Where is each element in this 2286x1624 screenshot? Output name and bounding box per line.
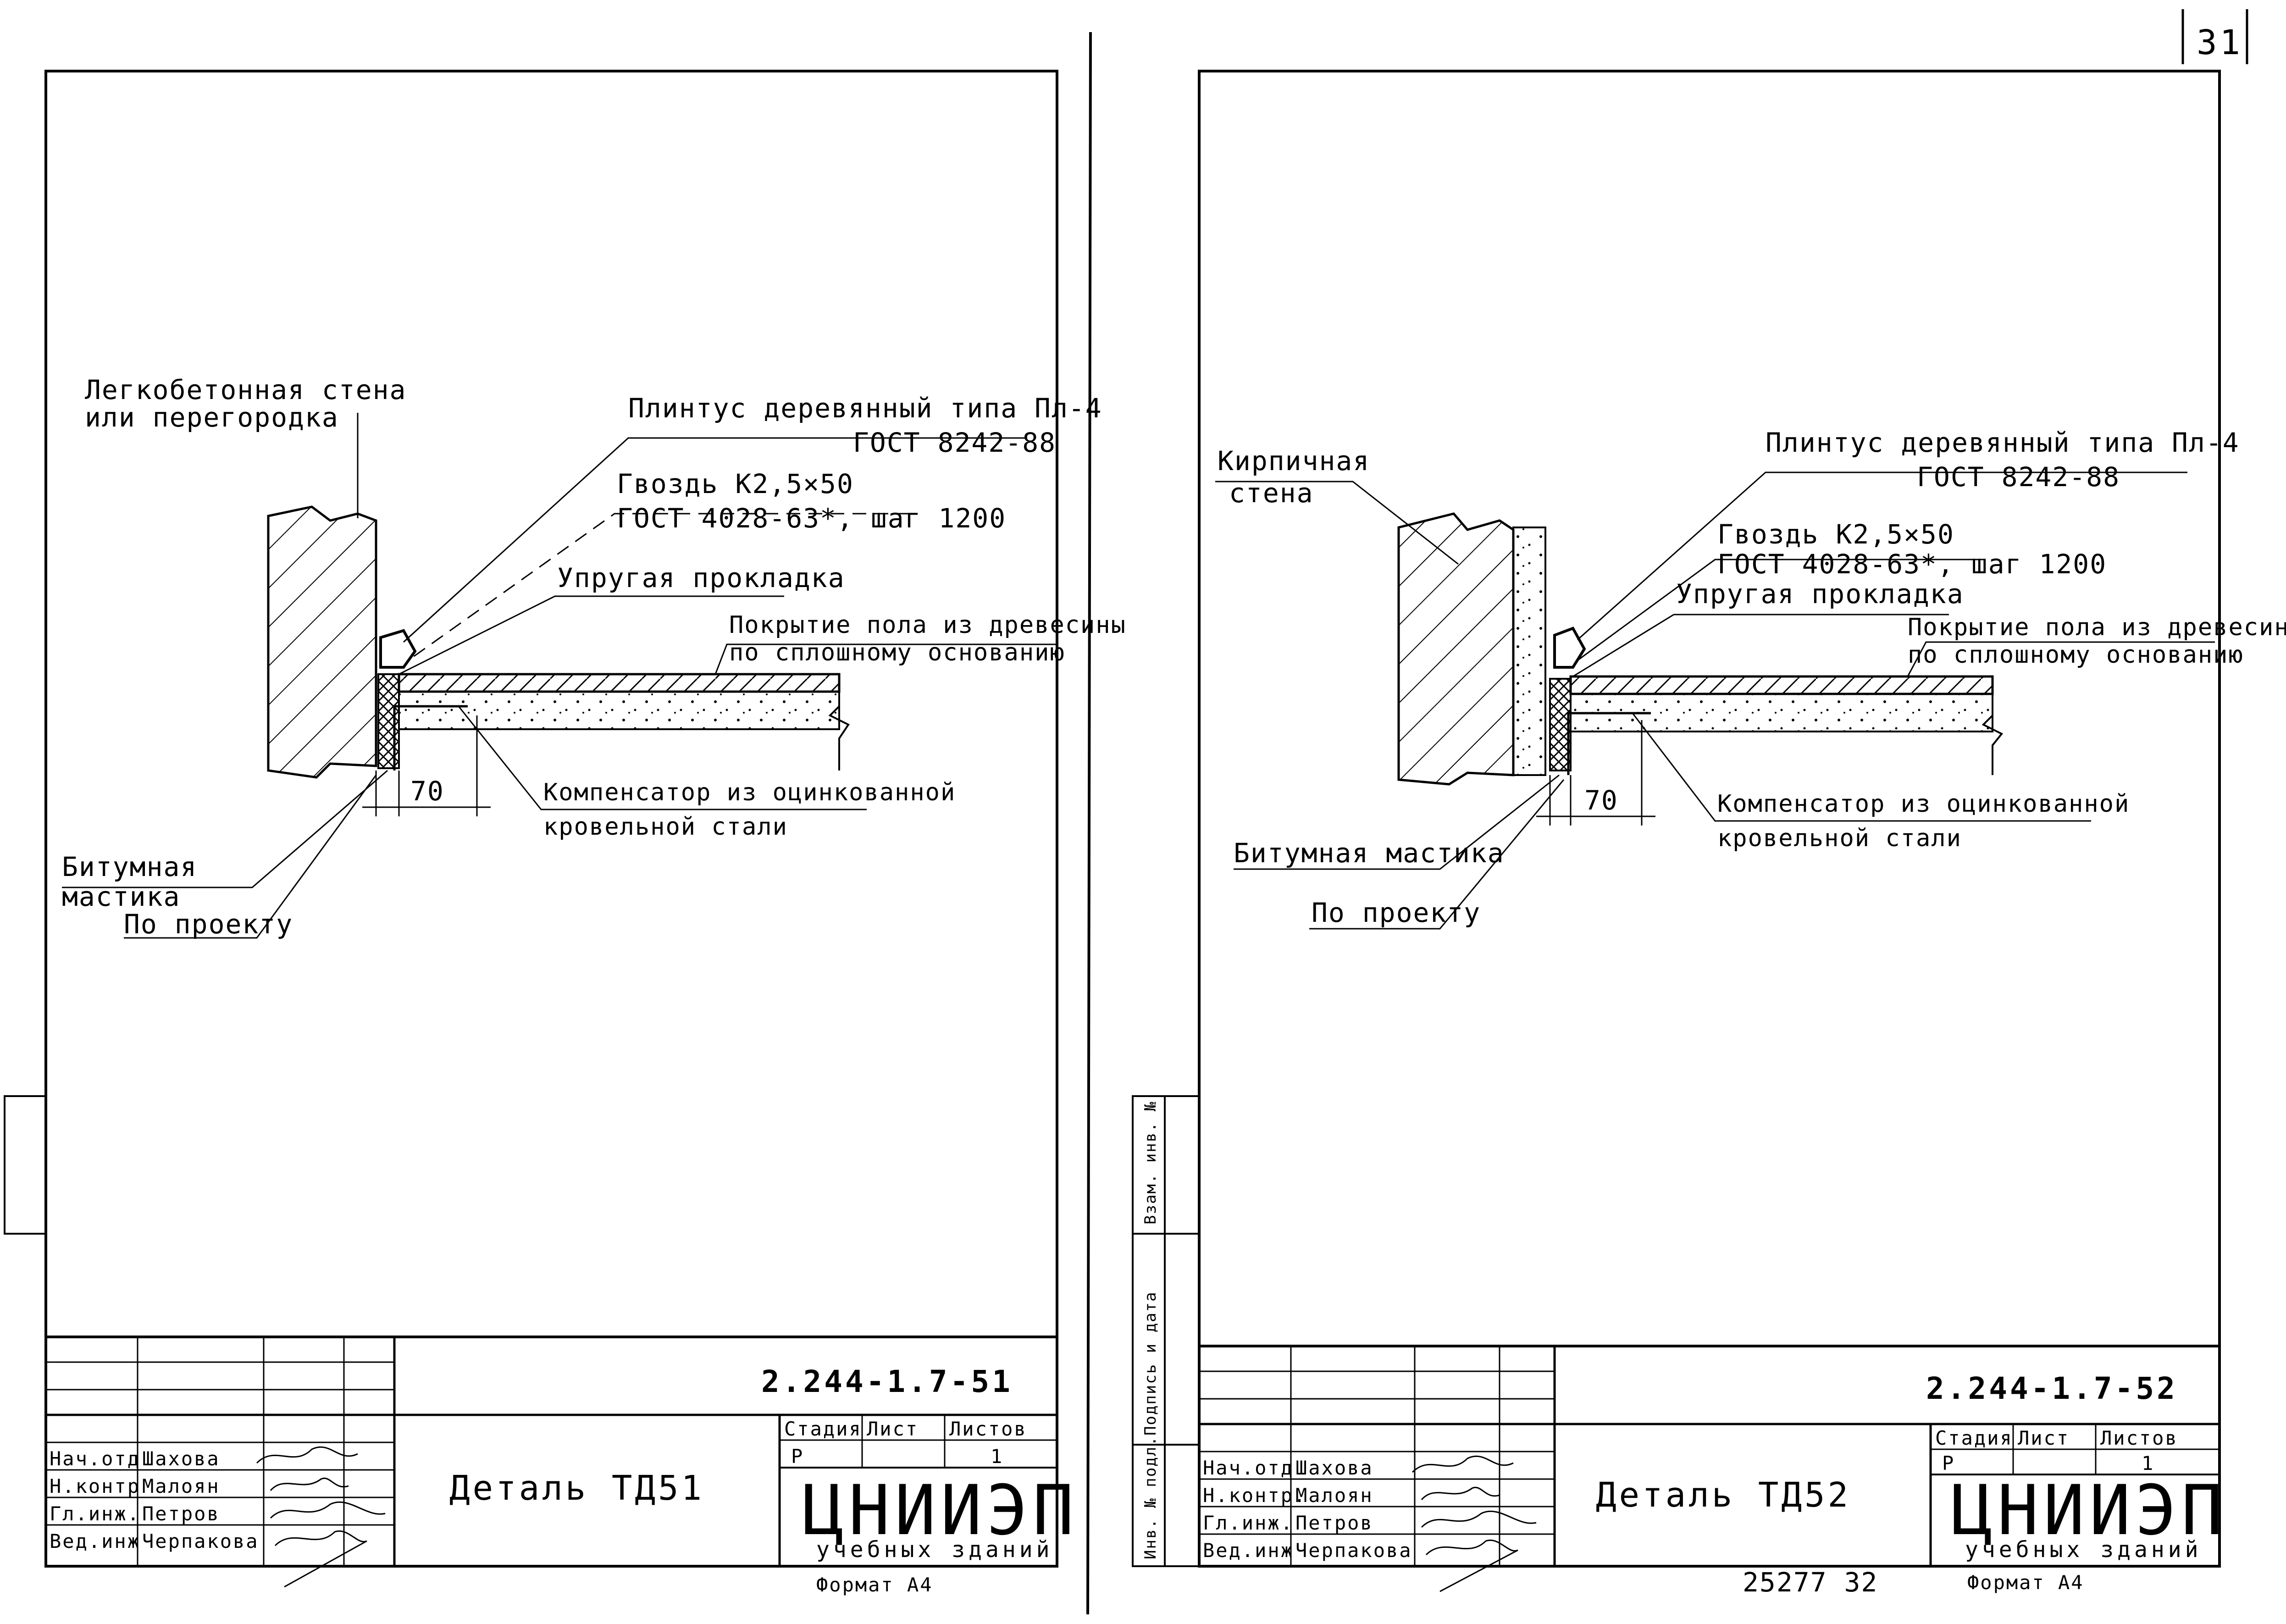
right-label-plinth-gost: ГОСТ 8242-88	[1917, 461, 2120, 493]
left-format: Формат А4	[816, 1574, 933, 1596]
left-label-wall2: или перегородка	[85, 402, 339, 433]
right-format: Формат А4	[1967, 1571, 2084, 1594]
right-stage-value: Р	[1942, 1452, 1955, 1474]
bottom-stamp: 25277 32	[1743, 1567, 1878, 1598]
right-side-stamp	[1132, 1095, 1200, 1567]
right-sheets-label: Листов	[2100, 1427, 2178, 1449]
page-number-tab: 31	[2181, 9, 2248, 64]
right-role-1: Н.контр.	[1203, 1484, 1306, 1507]
right-leaders	[1215, 471, 2215, 930]
left-sheets-label: Листов	[949, 1418, 1027, 1440]
left-name-2: Петров	[142, 1502, 220, 1525]
page-number: 31	[2197, 23, 2243, 62]
right-wall	[1397, 512, 1515, 786]
right-label-bitumen: Битумная мастика	[1234, 837, 1505, 869]
left-label-floor: Покрытие пола из древесины	[729, 611, 1126, 639]
left-detail-title: Деталь ТД51	[449, 1469, 704, 1508]
left-sheet-label: Лист	[867, 1418, 919, 1440]
left-floor-base	[398, 691, 840, 730]
left-label-nail: Гвоздь К2,5×50	[617, 468, 854, 499]
right-detail-title: Деталь ТД52	[1596, 1475, 1851, 1515]
left-name-1: Малоян	[142, 1475, 220, 1497]
left-label-gasket: Упругая прокладка	[557, 562, 845, 593]
right-signatures	[1411, 1455, 1537, 1592]
left-stage-value: Р	[791, 1445, 804, 1468]
left-role-0: Нач.отд	[50, 1447, 140, 1470]
left-wall	[267, 505, 377, 779]
right-floor-base	[1570, 693, 1993, 732]
right-stage-label: Стадия	[1935, 1427, 2013, 1449]
right-label-compensator: Компенсатор из оцинкованной	[1717, 790, 2130, 818]
left-label-compensator: Компенсатор из оцинкованной	[543, 779, 956, 806]
right-stamp-sign: Подпись и дата	[1141, 1291, 1160, 1436]
right-label-wall: Кирпичная	[1218, 445, 1370, 477]
left-label-bitumen: Битумная	[62, 851, 197, 882]
right-label-floor2: по сплошному основанию	[1908, 641, 2244, 669]
right-name-3: Черпакова	[1295, 1539, 1412, 1562]
left-label-compensator2: кровельной стали	[543, 813, 788, 841]
right-label-nail: Гвоздь К2,5×50	[1717, 519, 1954, 550]
left-dim-70: 70	[410, 776, 444, 807]
right-label-compensator2: кровельной стали	[1717, 825, 1962, 852]
right-label-gasket: Упругая прокладка	[1676, 578, 1964, 610]
right-name-1: Малоян	[1295, 1484, 1373, 1507]
left-label-plinth: Плинтус деревянный типа Пл-4	[628, 393, 1102, 424]
right-stamp-vzam: Взам. инв. №	[1141, 1101, 1160, 1225]
right-floor-finish	[1569, 675, 1994, 695]
right-title-block	[1199, 1345, 2220, 1566]
right-role-0: Нач.отд	[1203, 1457, 1294, 1479]
left-frame	[44, 70, 1058, 1568]
right-name-0: Шахова	[1295, 1457, 1373, 1479]
left-label-plinth-gost: ГОСТ 8242-88	[853, 427, 1056, 458]
left-dimension: 70	[362, 715, 491, 816]
right-label-nail-gost: ГОСТ 4028-63*, шаг 1200	[1717, 549, 2107, 580]
right-label-floor: Покрытие пола из древесины	[1908, 614, 2286, 641]
right-role-2: Гл.инж.	[1203, 1512, 1294, 1534]
right-name-2: Петров	[1295, 1512, 1373, 1534]
left-name-0: Шахова	[142, 1447, 220, 1470]
right-role-3: Вед.инж	[1203, 1539, 1294, 1562]
right-sheets-value: 1	[2142, 1452, 2154, 1474]
right-org-sub: учебных зданий	[1965, 1537, 2202, 1563]
right-dim-70: 70	[1584, 785, 1618, 816]
left-side-stamp-box	[4, 1095, 47, 1235]
right-label-plinth: Плинтус деревянный типа Пл-4	[1766, 427, 2240, 458]
left-role-2: Гл.инж.	[50, 1502, 140, 1525]
left-label-nail-gost: ГОСТ 4028-63*, шаг 1200	[617, 503, 1006, 534]
right-plaster	[1512, 527, 1546, 776]
right-plinth	[1553, 626, 1586, 669]
left-name-3: Черпакова	[142, 1530, 259, 1552]
left-org-name: ЦНИИЭП	[803, 1471, 1079, 1551]
right-dimension: 70	[1536, 720, 1655, 826]
left-label-project: По проекту	[124, 909, 293, 940]
left-signatures	[256, 1446, 386, 1588]
right-stamp-inv: Инв. № подл.	[1141, 1436, 1160, 1559]
right-sheet: Инв. № подл. Подпись и дата Взам. инв. №…	[1132, 70, 2286, 1598]
left-org-sub: учебных зданий	[816, 1537, 1053, 1563]
right-frame	[1198, 70, 2221, 1568]
left-sheet: 70 Легкобетонная стена или перегородка П…	[4, 70, 1126, 1596]
left-title-block	[46, 1336, 1057, 1566]
left-role-3: Вед.инж	[50, 1530, 140, 1552]
left-mastic	[377, 673, 400, 769]
right-break-line	[1982, 676, 2004, 775]
left-label-wall: Легкобетонная стена	[85, 374, 406, 405]
left-leaders	[62, 413, 1057, 939]
right-sheet-label: Лист	[2018, 1427, 2070, 1449]
left-label-bitumen2: мастика	[62, 881, 180, 912]
left-doc-number: 2.244-1.7-51	[761, 1364, 1013, 1399]
right-org-name: ЦНИИЭП	[1951, 1471, 2227, 1551]
left-label-floor2: по сплошному основанию	[729, 639, 1065, 666]
left-role-1: Н.контр	[50, 1475, 140, 1497]
left-break-line	[828, 674, 850, 770]
right-label-wall2: стена	[1229, 477, 1314, 509]
sheet-separator	[1086, 32, 1092, 1615]
left-stage-label: Стадия	[784, 1418, 862, 1440]
left-sheets-value: 1	[991, 1445, 1003, 1468]
right-label-project: По проекту	[1312, 897, 1481, 928]
right-doc-number: 2.244-1.7-52	[1926, 1371, 2178, 1406]
left-floor-finish	[398, 673, 841, 693]
